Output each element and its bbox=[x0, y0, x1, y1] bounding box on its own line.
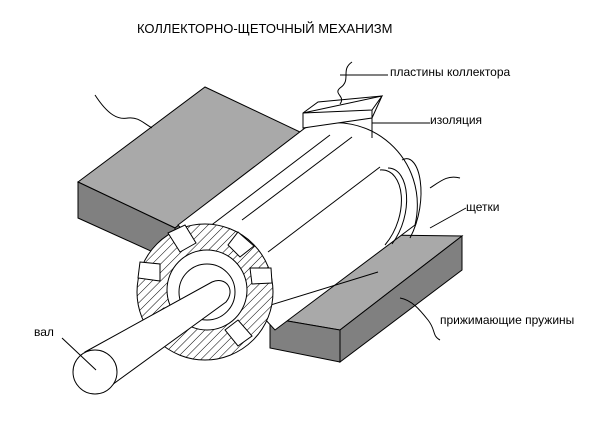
label-shaft: вал bbox=[34, 325, 54, 339]
right-brush bbox=[268, 234, 464, 364]
label-plates: пластины коллектора bbox=[390, 65, 511, 79]
label-springs: прижимающие пружины bbox=[440, 313, 574, 327]
diagram-title: КОЛЛЕКТОРНО-ЩЕТОЧНЫЙ МЕХАНИЗМ bbox=[137, 21, 392, 36]
label-brushes: щетки bbox=[466, 200, 499, 214]
shaft bbox=[72, 280, 231, 395]
label-insulation: изоляция bbox=[430, 113, 482, 127]
leader-lines bbox=[61, 61, 467, 371]
